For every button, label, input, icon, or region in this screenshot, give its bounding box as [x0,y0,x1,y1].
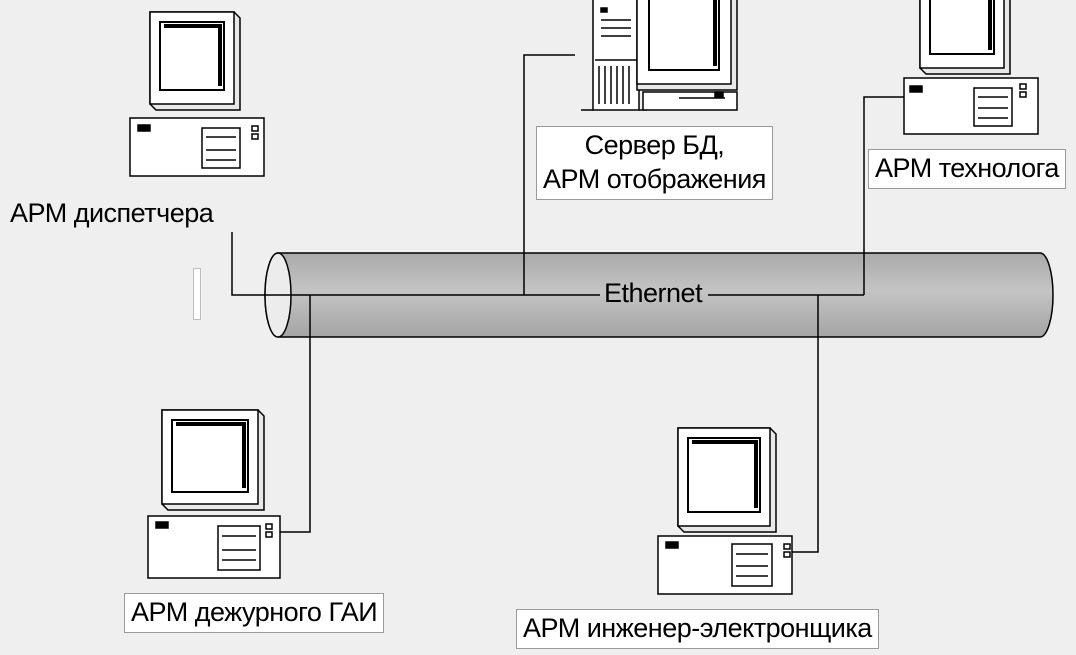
db-server-tower-icon [575,0,745,115]
engineer-wire [790,295,819,553]
technologist-wire [863,96,906,295]
vertical-marker [193,268,201,320]
traffic-police-wire [280,295,311,533]
db-server-wire [523,54,575,295]
traffic-police-computer-icon [147,409,288,580]
electronics-engineer-computer-icon [657,427,798,598]
dispatcher-computer-icon [129,11,270,182]
traffic-police-label: АРМ дежурного ГАИ [124,593,385,633]
technologist-computer-icon [900,0,1040,140]
dispatcher-wire [231,232,278,296]
db-server-label-line1: Сервер БД, [584,130,725,160]
db-server-label-line2: АРМ отображения [543,163,766,194]
dispatcher-label: АРМ диспетчера [10,198,214,228]
ethernet-label: Ethernet [604,278,703,308]
ethernet-cable [264,252,1054,338]
electronics-engineer-label: АРМ инженер-электронщика [516,609,879,649]
db-server-label: Сервер БД, АРМ отображения [536,126,773,200]
technologist-label: АРМ технолога [868,149,1066,189]
